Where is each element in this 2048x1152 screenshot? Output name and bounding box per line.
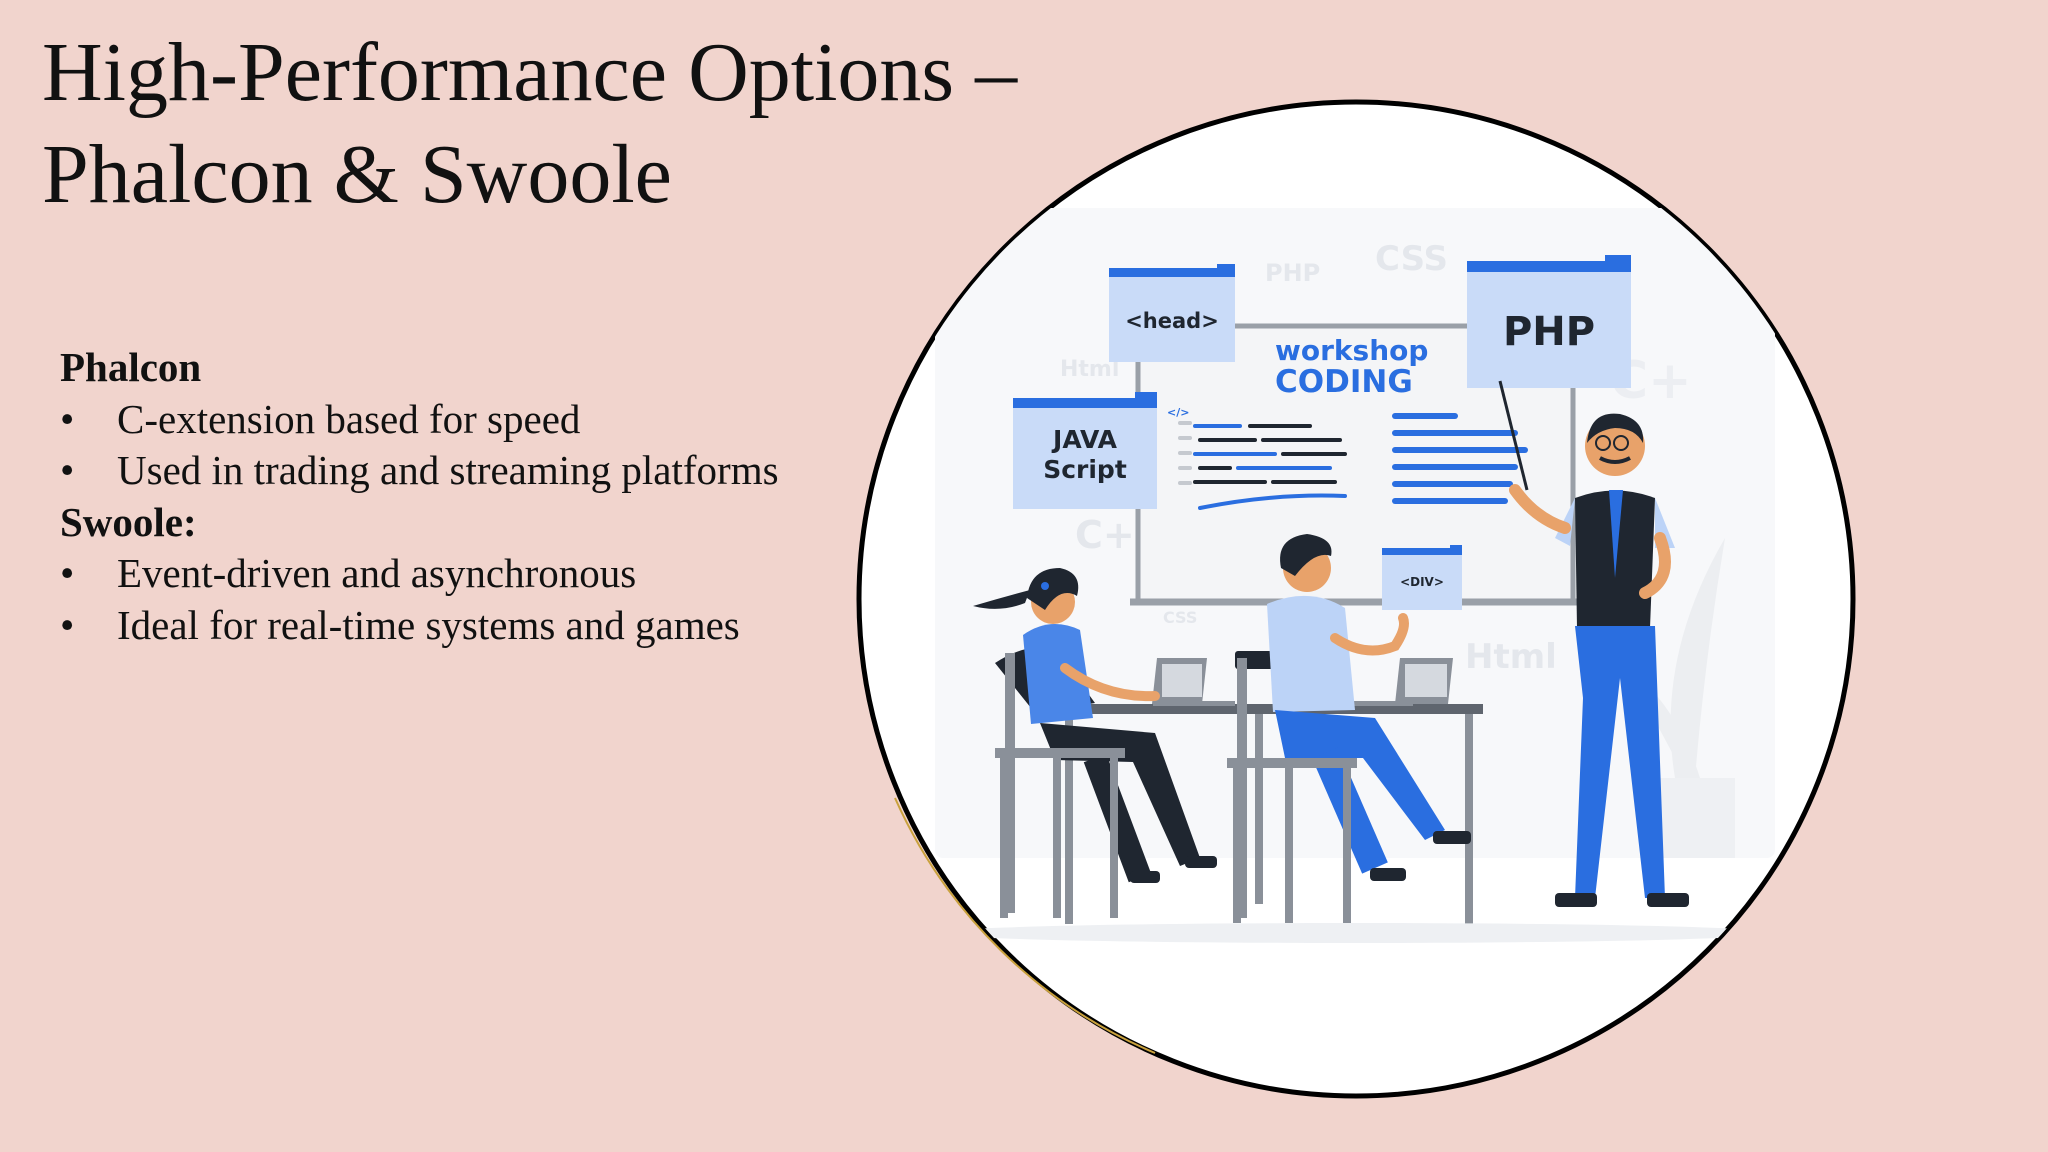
coding-workshop-illustration: PHP CSS Html C+ C+ Html CSS workshop COD… xyxy=(855,98,1857,1100)
bullet-dot-icon: • xyxy=(60,601,75,648)
woman-figure xyxy=(973,568,1217,918)
div-tag-text: <DIV> xyxy=(1400,575,1444,589)
swoole-bullet-list: •Event-driven and asynchronous •Ideal fo… xyxy=(60,548,820,651)
bullet-item: •Ideal for real-time systems and games xyxy=(60,600,820,652)
board-code-lines xyxy=(1178,413,1528,510)
bullet-dot-icon: • xyxy=(60,447,75,493)
slide-title: High-Performance Options – Phalcon & Swo… xyxy=(42,22,1017,226)
java-text: JAVA xyxy=(1051,425,1118,454)
phalcon-section: Phalcon •C-extension based for speed •Us… xyxy=(60,342,820,497)
phalcon-bullet-list: •C-extension based for speed •Used in tr… xyxy=(60,394,820,497)
bullet-item: •Event-driven and asynchronous xyxy=(60,548,820,600)
slide-body: Phalcon •C-extension based for speed •Us… xyxy=(60,342,820,651)
javascript-window: JAVA Script xyxy=(1013,392,1157,509)
slide-title-line-2: Phalcon & Swoole xyxy=(42,128,672,221)
head-tag-window: <head> xyxy=(1109,264,1235,362)
phalcon-heading: Phalcon xyxy=(60,344,202,390)
swoole-heading: Swoole: xyxy=(60,498,197,545)
bullet-item: •Used in trading and streaming platforms xyxy=(60,445,820,497)
bullet-dot-icon: • xyxy=(60,395,75,442)
board-workshop-text: workshop xyxy=(1275,334,1428,367)
bullet-dot-icon: • xyxy=(60,550,75,596)
pointer-stick xyxy=(1498,380,1529,491)
laptop xyxy=(1333,658,1453,706)
slide-title-line-1: High-Performance Options – xyxy=(42,26,1018,119)
bg-css-text-2: CSS xyxy=(1163,608,1197,627)
script-text: Script xyxy=(1043,455,1127,484)
swoole-section: Swoole: •Event-driven and asynchronous •… xyxy=(60,497,820,652)
desk xyxy=(1045,704,1483,924)
board-coding-text: CODING xyxy=(1275,364,1413,400)
head-tag-text: <head> xyxy=(1125,309,1219,333)
php-tag-text: PHP xyxy=(1503,309,1595,355)
teacher-figure xyxy=(1509,413,1689,907)
man-seated-figure xyxy=(1227,534,1471,923)
bullet-item: •C-extension based for speed xyxy=(60,394,820,446)
bg-php-text: PHP xyxy=(1265,259,1320,287)
bg-html-text-2: Html xyxy=(1465,637,1557,677)
php-window: PHP xyxy=(1467,255,1631,388)
bg-css-text: CSS xyxy=(1375,239,1448,279)
bg-c-plus-text: C+ xyxy=(1075,513,1135,557)
laptop xyxy=(1152,658,1235,706)
code-tag-text: </> xyxy=(1167,406,1189,419)
div-tag-window: <DIV> xyxy=(1382,545,1462,610)
